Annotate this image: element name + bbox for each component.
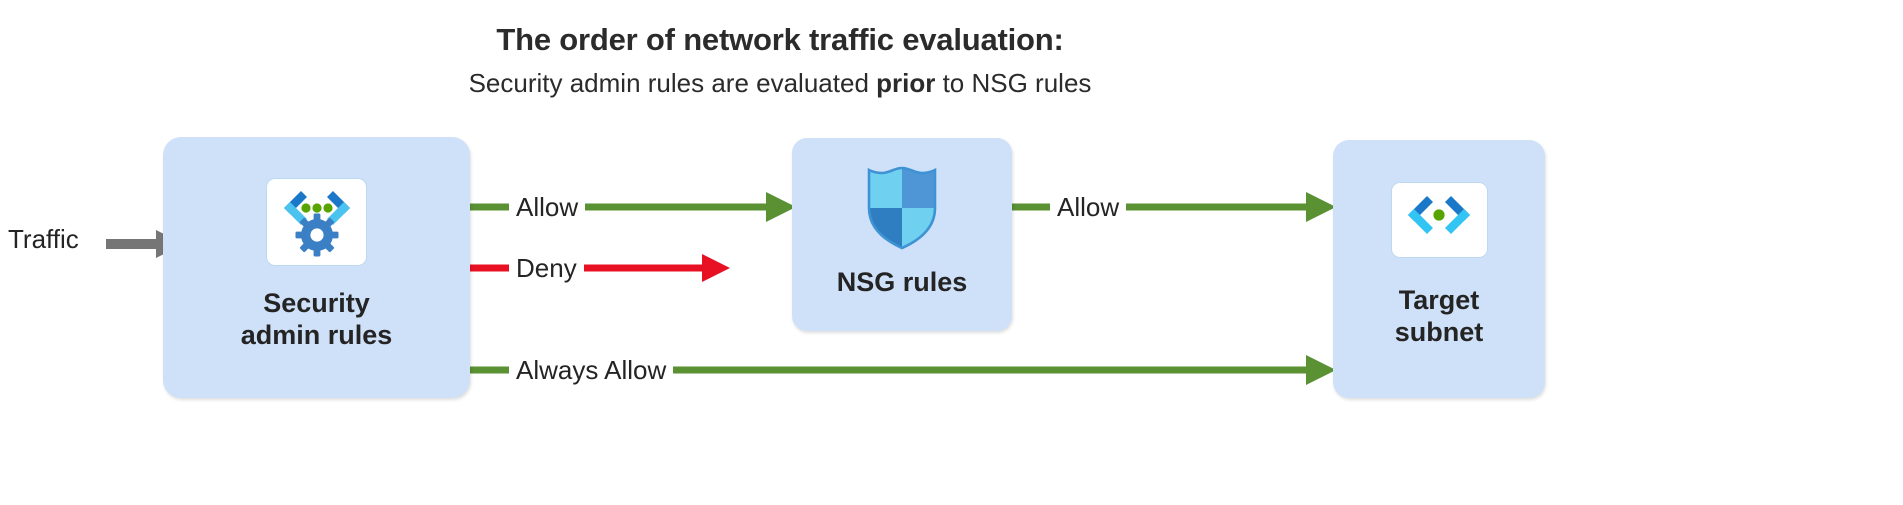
node-target-subnet[interactable]: Target subnet — [1333, 140, 1545, 398]
code-brackets-icon — [1390, 182, 1488, 258]
flow-label-deny: Deny — [509, 253, 584, 284]
traffic-label: Traffic — [8, 224, 79, 254]
subtitle-emphasis: prior — [876, 68, 936, 98]
page-title: The order of network traffic evaluation: — [496, 22, 1064, 57]
flow-label-allow-to-nsg: Allow — [509, 192, 586, 223]
subtitle-text-before: Security admin rules are evaluated — [468, 68, 877, 98]
shield-icon — [864, 166, 940, 250]
node-label-security-admin-rules: Security admin rules — [240, 288, 393, 350]
node-nsg-rules[interactable]: NSG rules — [792, 138, 1012, 331]
subtitle-text-after: to NSG rules — [935, 68, 1092, 98]
node-security-admin-rules[interactable]: Security admin rules — [163, 137, 470, 398]
flow-label-always-allow: Always Allow — [509, 355, 674, 386]
node-label-nsg-rules: NSG rules — [836, 267, 968, 297]
flow-label-allow-to-target: Allow — [1050, 192, 1127, 223]
page-subtitle: Security admin rules are evaluated prior… — [0, 68, 1560, 99]
security-admin-rules-icon — [266, 178, 367, 266]
node-label-target-subnet: Target subnet — [1394, 285, 1484, 347]
